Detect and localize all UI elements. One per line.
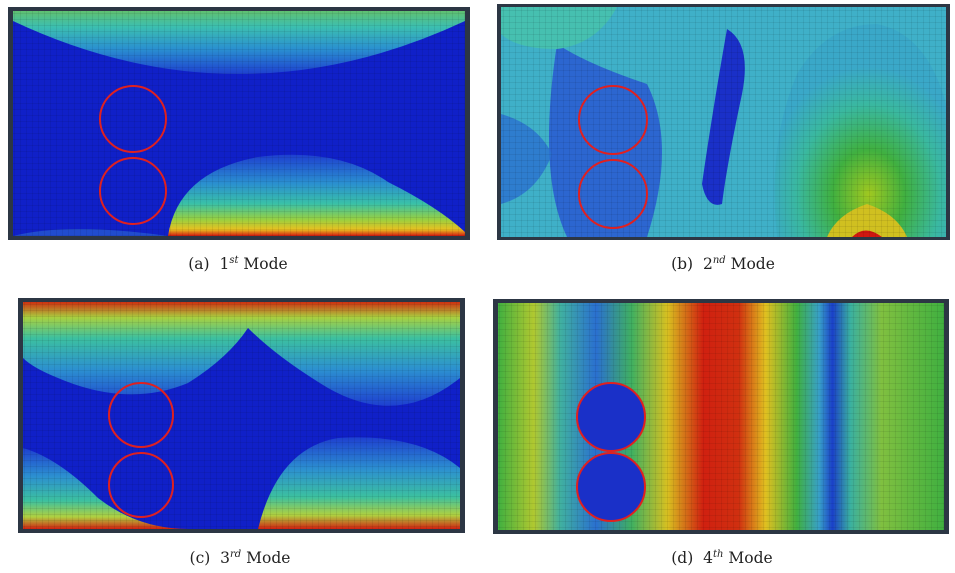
caption-mode-3: (c) 3rd Mode [189, 549, 291, 568]
mode-1-image [8, 7, 470, 240]
caption-mode-1: (a) 1st Mode [188, 255, 288, 274]
caption-mode-2: (b) 2nd Mode [671, 255, 775, 274]
hole-outline [108, 452, 174, 518]
hole-outline [576, 452, 646, 522]
hole-outline [576, 382, 646, 452]
mode-3-image [18, 298, 465, 533]
caption-mode-4: (d) 4th Mode [671, 549, 773, 568]
hole-outline [578, 159, 648, 229]
mode-2-image [497, 4, 950, 240]
mode-4-image [493, 299, 949, 534]
hole-outline [99, 157, 167, 225]
hole-outline [578, 85, 648, 155]
hole-outline [108, 382, 174, 448]
hole-outline [99, 85, 167, 153]
